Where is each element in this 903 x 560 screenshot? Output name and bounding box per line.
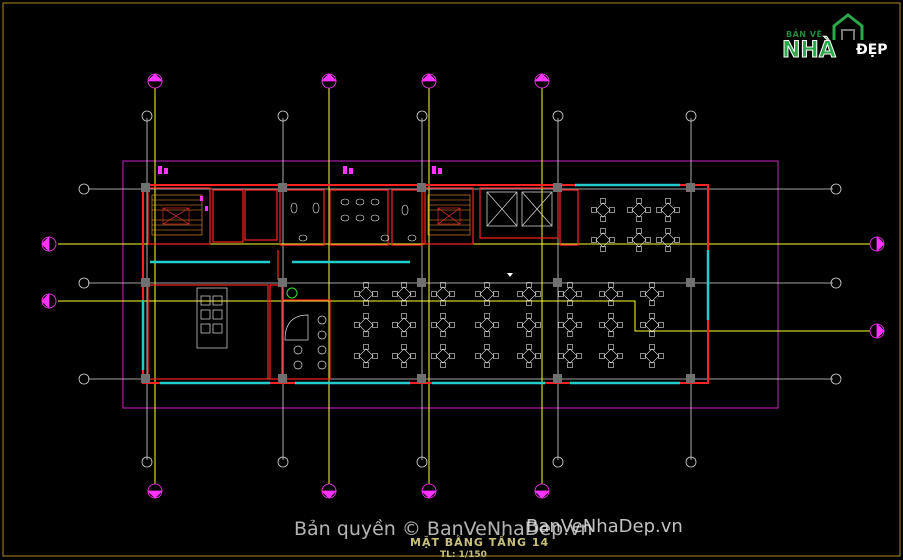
kitchen-equipment [196,287,327,370]
fire-equipment-tags [158,166,442,211]
elevators [486,191,553,227]
table-set [392,344,416,368]
copyright-notice: Bản quyền © BanVeNhaDep.vn [294,518,593,540]
table-set [640,313,664,337]
table-set [591,228,615,252]
table-set [431,344,455,368]
entry-arrow [507,273,513,277]
section-h-2 [58,300,870,332]
table-set [591,198,615,222]
logo-suffix-text: ĐẸP [856,42,888,58]
section-lines [58,88,870,484]
table-set [392,282,416,306]
table-set [656,198,680,222]
table-set [558,282,582,306]
watermark-text: BanVeNhaDep.vn [526,516,683,537]
table-set [475,282,499,306]
table-set [392,313,416,337]
table-set [558,313,582,337]
drawing-title: MẶT BẰNG TẦNG 14 [410,536,550,549]
logo-main-text: NHÀ [782,38,837,64]
table-set [517,282,541,306]
table-set [517,313,541,337]
table-set [599,282,623,306]
toilet-fixtures [290,198,417,242]
table-set [599,344,623,368]
plant-symbol [286,287,298,299]
table-set [599,313,623,337]
vertical-grid-lines [146,118,692,460]
horizontal-grid-lines [88,188,833,380]
table-set [627,228,651,252]
dining-tables [354,198,680,368]
table-set [640,344,664,368]
structural-columns [141,183,695,383]
table-set [475,313,499,337]
site-logo: BẢN VẼ NHÀ ĐẸP [780,12,898,64]
table-set [354,344,378,368]
table-set [627,198,651,222]
curtain-wall-strips [141,183,710,385]
table-set [517,344,541,368]
logo-small-text: BẢN VẼ [786,30,823,39]
table-set [640,282,664,306]
house-logo-icon [832,13,864,40]
table-set [431,313,455,337]
grid-bubbles [78,110,842,468]
table-set [656,228,680,252]
site-boundary [122,160,779,409]
table-set [354,313,378,337]
table-set [558,344,582,368]
table-set [354,282,378,306]
table-set [431,282,455,306]
stairs [151,194,471,236]
interior-walls [147,187,579,380]
section-markers [41,73,885,499]
table-set [475,344,499,368]
drawing-scale: TL: 1/150 [440,550,487,560]
